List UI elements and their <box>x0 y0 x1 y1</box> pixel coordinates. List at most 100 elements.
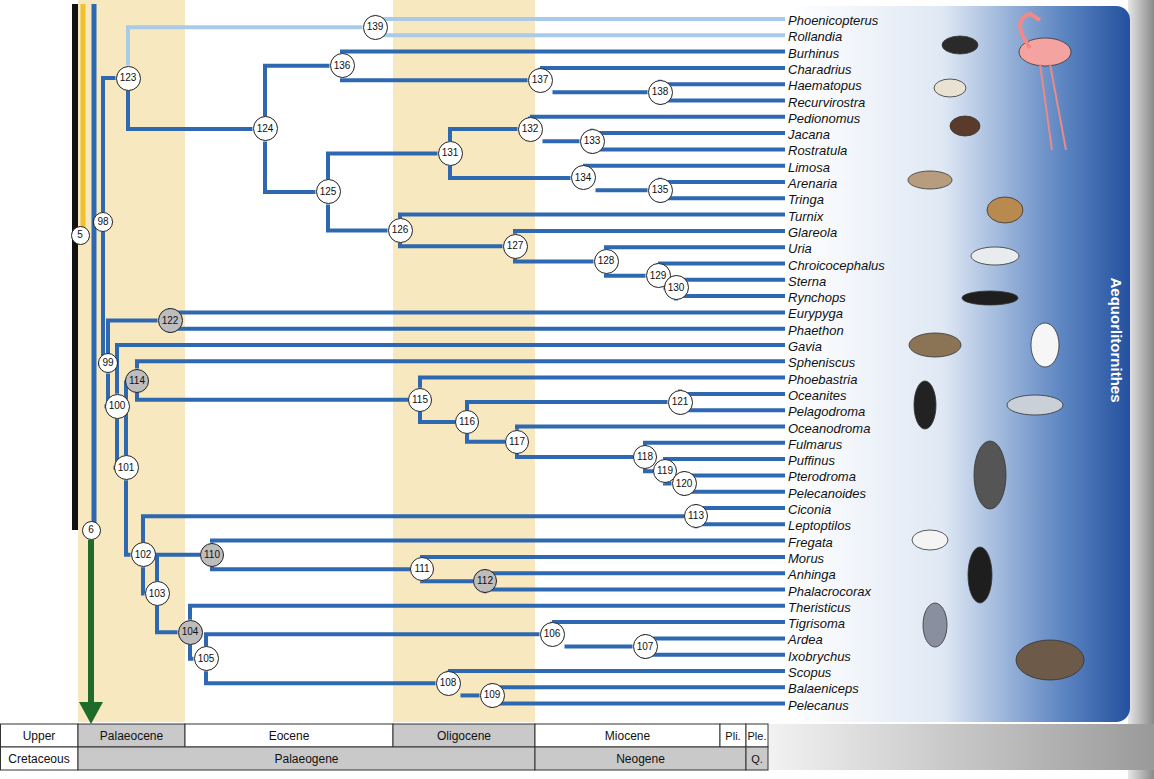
taxon-name: Eurypyga <box>788 304 843 322</box>
taxon-name: Pedionomus <box>788 109 860 127</box>
clade-node: 115 <box>408 388 432 412</box>
tip-branch <box>517 427 785 430</box>
branch <box>98 232 103 363</box>
taxon-name: Recurvirostra <box>788 93 865 111</box>
branch <box>128 91 253 129</box>
tip-branch <box>485 569 785 573</box>
node-number: 125 <box>320 187 337 197</box>
flamingo-neck <box>1020 14 1040 48</box>
clade-node: 108 <box>436 671 461 696</box>
node-number: 112 <box>477 576 493 586</box>
taxon-name: Tringa <box>788 190 824 208</box>
clade-node: 131 <box>438 141 463 166</box>
time-period: Q. <box>746 747 768 770</box>
taxon-name: Balaeniceps <box>788 679 859 697</box>
tip-branch <box>530 115 785 119</box>
node-number: 106 <box>544 629 561 639</box>
sunbittern <box>909 333 961 357</box>
time-period: Eocene <box>185 724 393 747</box>
node-number: 113 <box>688 511 704 521</box>
branch <box>606 274 646 276</box>
branch <box>342 78 528 80</box>
tip-branch <box>684 471 785 475</box>
branch <box>517 454 633 457</box>
branch <box>450 129 518 141</box>
jacana <box>950 116 980 136</box>
taxon-text: Ardea <box>788 632 823 647</box>
branch <box>157 606 178 632</box>
taxon-name: Ixobrychus <box>788 647 851 665</box>
tip-branches <box>117 15 785 708</box>
node-number: 128 <box>598 256 615 266</box>
tip-branch <box>137 361 785 368</box>
clade-node: 114 <box>125 369 149 393</box>
time-period: Cretaceous <box>0 747 78 770</box>
node-number: 111 <box>414 564 429 574</box>
node-number: 101 <box>118 463 135 473</box>
edges <box>98 27 684 695</box>
taxon-text: Pelecanus <box>788 698 849 713</box>
clade-node: 98 <box>93 212 113 232</box>
taxon-text: Limosa <box>788 160 830 175</box>
taxon-text: Gavia <box>788 339 822 354</box>
clade-node: 116 <box>455 410 479 434</box>
taxon-text: Rollandia <box>788 29 842 44</box>
clade-node: 139 <box>363 15 388 40</box>
taxon-text: Oceanites <box>788 388 847 403</box>
taxon-name: Rynchops <box>788 288 846 306</box>
tip-branch <box>375 35 785 39</box>
time-period: Neogene <box>535 747 746 770</box>
taxon-name: Rollandia <box>788 27 842 45</box>
gull <box>971 247 1019 265</box>
node-number: 103 <box>149 589 166 599</box>
tip-branch <box>606 247 785 249</box>
tip-branch <box>684 492 785 496</box>
table-cell <box>746 724 768 747</box>
taxon-text: Ixobrychus <box>788 649 851 664</box>
taxon-text: Pterodroma <box>788 469 856 484</box>
taxon-text: Glareola <box>788 225 837 240</box>
tip-branch <box>170 329 785 333</box>
taxon-text: Phoenicopterus <box>788 13 878 28</box>
node-number: 135 <box>652 185 669 195</box>
tip-branch <box>680 390 785 394</box>
period-text: Palaeocene <box>100 729 163 743</box>
period-text: Oligocene <box>437 729 491 743</box>
taxon-text: Pelecanoides <box>788 486 866 501</box>
taxon-name: Phoebastria <box>788 370 857 388</box>
tip-branch <box>190 606 785 620</box>
node-number: 102 <box>135 550 152 560</box>
tip-branch <box>660 178 785 182</box>
tip-branch <box>552 620 785 624</box>
taxon-text: Fregata <box>788 535 833 550</box>
clade-node: 127 <box>503 234 528 259</box>
taxon-name: Oceanites <box>788 386 847 404</box>
clade-node: 130 <box>664 275 689 300</box>
table-cell <box>535 724 720 747</box>
taxon-text: Anhinga <box>788 567 836 582</box>
taxon-text: Burhinus <box>788 46 839 61</box>
table-cell <box>535 747 746 770</box>
tip-branch <box>676 296 785 300</box>
side-strip <box>1128 0 1154 779</box>
taxon-name: Arenaria <box>788 174 837 192</box>
penguin <box>914 381 936 429</box>
clade-node: 128 <box>594 249 619 274</box>
branch <box>190 645 194 659</box>
branch <box>206 634 540 646</box>
node-number: 138 <box>652 87 669 97</box>
time-period: Palaeocene <box>78 724 185 747</box>
clade-node: 126 <box>388 218 413 243</box>
flamingo-legs <box>1040 64 1066 150</box>
node-number: 132 <box>522 124 539 134</box>
time-period: Upper <box>0 724 78 747</box>
node-number: 120 <box>676 479 693 489</box>
clade-node: 101 <box>114 455 139 480</box>
tip-branch <box>400 215 785 218</box>
taxon-text: Leptoptilos <box>788 518 851 533</box>
node-number: 108 <box>440 678 457 688</box>
taxon-text: Arenaria <box>788 176 837 191</box>
taxon-text: Haematopus <box>788 78 862 93</box>
node-number: 110 <box>204 550 220 560</box>
period-text: Neogene <box>616 752 665 766</box>
